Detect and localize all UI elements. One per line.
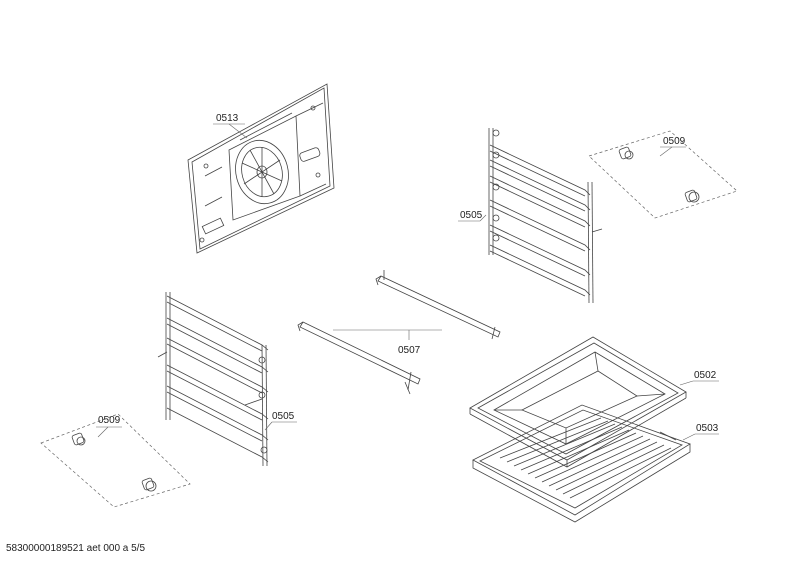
baking-tray: 0502 [469, 336, 719, 468]
back-panel-with-fan: 0513 [187, 83, 335, 254]
label-clip-right: 0509 [663, 136, 686, 147]
label-tray: 0502 [694, 370, 717, 381]
left-side-rail: 0505 [157, 292, 297, 467]
grid-bars [499, 417, 672, 499]
label-rail-left: 0505 [272, 411, 295, 422]
clip-icon [684, 189, 700, 203]
label-rail-right: 0505 [460, 210, 483, 221]
oven-rods: 0507 [297, 270, 501, 395]
fan-icon [235, 139, 289, 205]
left-clips: 0509 [40, 413, 191, 508]
label-rods: 0507 [398, 345, 421, 356]
right-side-rail: 0505 [458, 128, 603, 304]
wire-grid: 0503 [472, 404, 719, 523]
clip-icon [618, 146, 634, 160]
clip-icon [141, 477, 157, 492]
label-grid: 0503 [696, 423, 719, 434]
right-clips: 0509 [588, 130, 738, 219]
label-clip-left: 0509 [98, 415, 121, 426]
label-back-panel: 0513 [216, 113, 239, 124]
drawing-reference-footer: 58300000189521 aet 000 a 5/5 [6, 543, 146, 554]
clip-icon [71, 432, 86, 446]
